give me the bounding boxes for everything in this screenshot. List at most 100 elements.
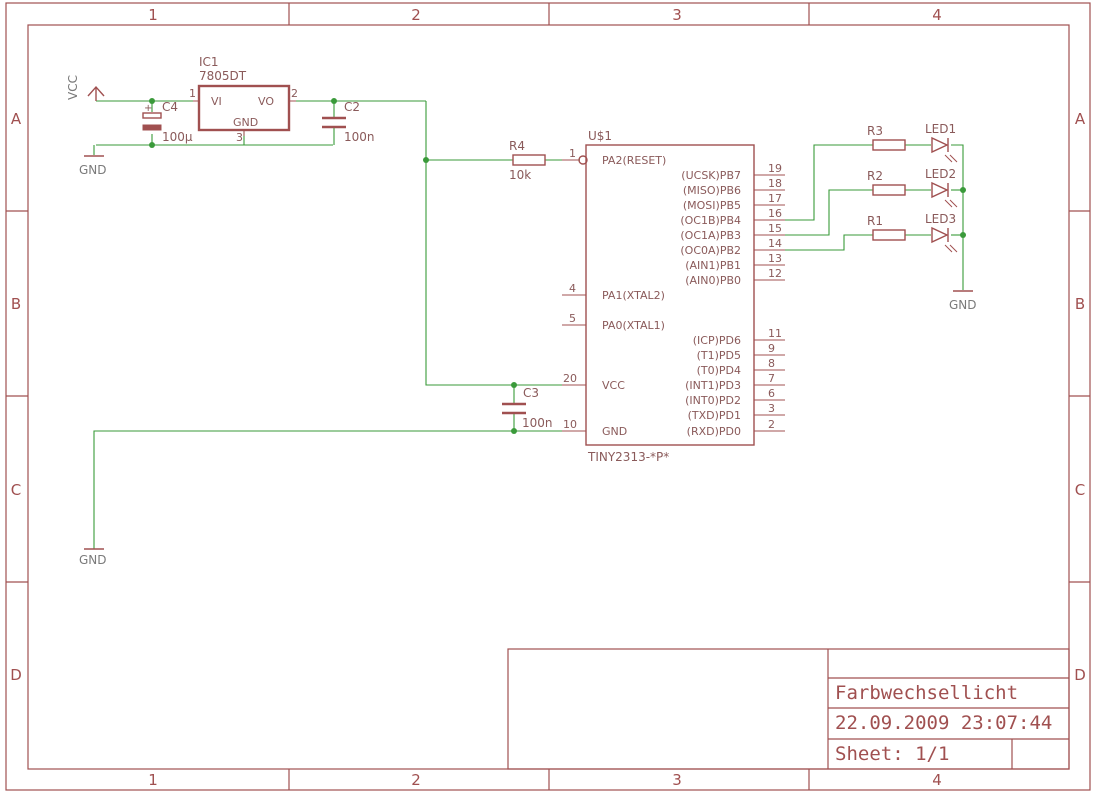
resistor-r4: R4 10k (509, 139, 546, 182)
resistor-r1: R1 (867, 214, 906, 241)
microcontroller-u1: U$1 TINY2313-*P* PA2(RESET) 1 PA1(XTAL2)… (562, 129, 785, 464)
u1-pa0-label: PA0(XTAL1) (602, 319, 665, 332)
u1-right-pin-label: (RXD)PD0 (687, 425, 741, 438)
c2-value: 100n (344, 130, 375, 144)
ic1-gnd-label: GND (233, 116, 258, 129)
wires (93, 100, 964, 549)
r4-name: R4 (509, 139, 525, 153)
col-label-top-1: 1 (148, 6, 158, 24)
u1-right-pin-number: 12 (768, 267, 782, 280)
row-label-right-a: A (1075, 110, 1086, 128)
col-label-top-4: 4 (932, 6, 942, 24)
led2-name: LED2 (925, 167, 956, 181)
row-label-left-a: A (11, 110, 22, 128)
u1-pin-20: 20 (563, 372, 577, 385)
row-label-right-b: B (1075, 295, 1085, 313)
voltage-regulator-ic1: IC1 7805DT VI VO GND 1 2 3 (189, 55, 298, 144)
u1-gnd-label: GND (602, 425, 627, 438)
led-1: LED1 (925, 122, 958, 163)
u1-right-pin-number: 13 (768, 252, 782, 265)
gnd-label-2: GND (79, 553, 107, 567)
c4-name: C4 (162, 100, 178, 114)
c4-polarity: + (144, 103, 152, 114)
u1-right-pin-label: (OC1B)PB4 (680, 214, 741, 227)
u1-right-pin-number: 19 (768, 162, 782, 175)
gnd-symbol-3: GND (949, 290, 977, 312)
r2-name: R2 (867, 169, 883, 183)
u1-right-pin-number: 9 (768, 342, 775, 355)
ic1-pin2: 2 (291, 87, 298, 100)
junctions (149, 98, 966, 434)
col-label-bottom-4: 4 (932, 771, 942, 789)
resistor-r2: R2 (867, 169, 906, 196)
row-label-right-c: C (1075, 481, 1085, 499)
u1-right-pin-label: (AIN1)PB1 (685, 259, 741, 272)
u1-vcc-label: VCC (602, 379, 625, 392)
gnd-symbol-2: GND (79, 548, 107, 567)
u1-right-pin-number: 6 (768, 387, 775, 400)
led-3: LED3 (925, 212, 958, 253)
u1-right-pin-number: 8 (768, 357, 775, 370)
u1-pin-10: 10 (563, 418, 577, 431)
capacitor-c3: C3 100n (502, 386, 553, 430)
u1-right-pin-number: 3 (768, 402, 775, 415)
col-label-bottom-3: 3 (672, 771, 682, 789)
ic1-pin1: 1 (189, 87, 196, 100)
u1-right-pin-label: (MOSI)PB5 (683, 199, 741, 212)
u1-value: TINY2313-*P* (587, 450, 669, 464)
u1-right-pin-label: (UCSK)PB7 (681, 169, 741, 182)
gnd-label-1: GND (79, 163, 107, 177)
sheet-number: Sheet: 1/1 (835, 743, 949, 765)
row-label-left-d: D (10, 666, 22, 684)
u1-pa2-label: PA2(RESET) (602, 154, 666, 167)
r1-name: R1 (867, 214, 883, 228)
c3-value: 100n (522, 416, 553, 430)
u1-pin-4: 4 (569, 282, 576, 295)
led-2: LED2 (925, 167, 958, 208)
ic1-vo-label: VO (258, 95, 274, 108)
ic1-vi-label: VI (211, 95, 222, 108)
u1-right-pin-number: 2 (768, 418, 775, 431)
led1-name: LED1 (925, 122, 956, 136)
vcc-label: VCC (66, 75, 80, 100)
capacitor-c2: C2 100n (322, 100, 375, 144)
col-label-bottom-1: 1 (148, 771, 158, 789)
u1-name: U$1 (588, 129, 612, 143)
gnd-label-3: GND (949, 298, 977, 312)
u1-right-pin-number: 16 (768, 207, 782, 220)
u1-pa1-label: PA1(XTAL2) (602, 289, 665, 302)
u1-right-pin-label: (TXD)PD1 (688, 409, 741, 422)
c4-value: 100µ (162, 130, 193, 144)
u1-right-pin-label: (INT0)PD2 (685, 394, 741, 407)
drawing-date: 22.09.2009 23:07:44 (835, 712, 1052, 734)
capacitor-c4: + C4 100µ (142, 100, 193, 144)
u1-right-pin-label: (ICP)PD6 (693, 334, 741, 347)
led3-name: LED3 (925, 212, 956, 226)
col-label-bottom-2: 2 (411, 771, 421, 789)
u1-right-pin-label: (OC0A)PB2 (680, 244, 741, 257)
row-label-right-d: D (1074, 666, 1086, 684)
r3-name: R3 (867, 124, 883, 138)
u1-right-pin-label: (AIN0)PB0 (685, 274, 741, 287)
u1-right-pin-label: (T0)PD4 (697, 364, 741, 377)
u1-right-pin-number: 18 (768, 177, 782, 190)
u1-right-pin-label: (MISO)PB6 (683, 184, 741, 197)
row-label-left-c: C (11, 481, 21, 499)
ic1-pin3: 3 (236, 131, 243, 144)
u1-right-pin-label: (INT1)PD3 (685, 379, 741, 392)
u1-right-pin-label: (OC1A)PB3 (680, 229, 741, 242)
u1-right-pin-number: 7 (768, 372, 775, 385)
u1-right-pin-number: 14 (768, 237, 782, 250)
u1-right-pin-number: 17 (768, 192, 782, 205)
row-label-left-b: B (11, 295, 21, 313)
u1-pin-5: 5 (569, 312, 576, 325)
u1-pin-1: 1 (569, 147, 576, 160)
resistor-r3: R3 (867, 124, 906, 151)
ic1-name: IC1 (199, 55, 219, 69)
u1-right-pin-number: 11 (768, 327, 782, 340)
drawing-title: Farbwechsellicht (835, 682, 1018, 704)
col-label-top-2: 2 (411, 6, 421, 24)
u1-right-pins: (UCSK)PB7 19 (MISO)PB6 18 (MOSI)PB5 17 (OC1B)P… (680, 162, 785, 438)
u1-right-pin-number: 15 (768, 222, 782, 235)
